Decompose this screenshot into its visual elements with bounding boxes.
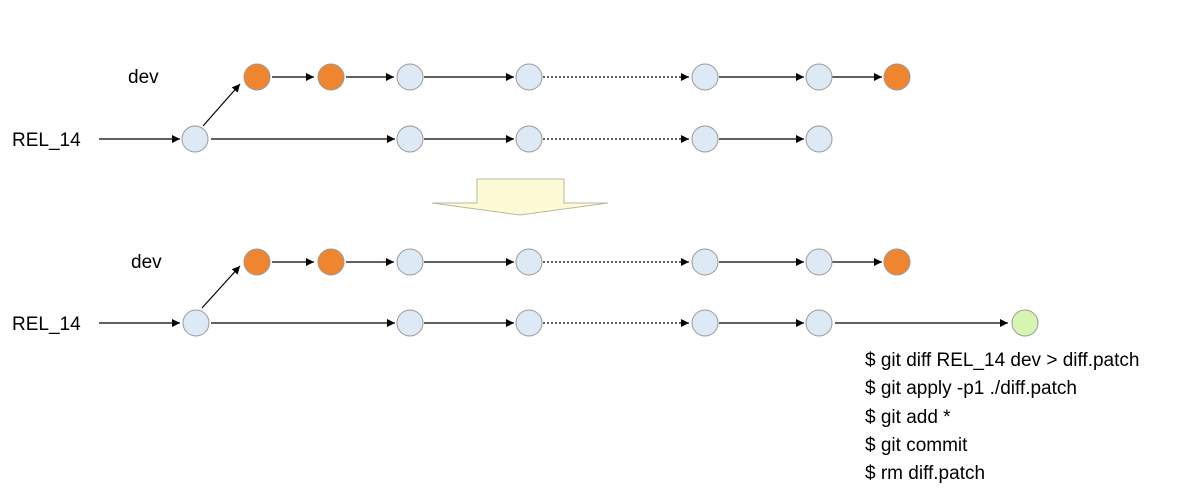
bottom-commits	[182, 248, 1039, 337]
command-line: $ git apply -p1 ./diff.patch	[865, 378, 1077, 400]
commit-node	[691, 248, 719, 276]
bottom-branch-edge	[201, 265, 241, 309]
command-line: $ git diff REL_14 dev > diff.patch	[865, 350, 1140, 371]
bottom-rel14-label: REL_14	[12, 314, 81, 335]
top-branch-edge	[202, 83, 241, 127]
commit-node	[396, 248, 424, 276]
dev-change-commit-node	[317, 248, 345, 276]
top-edges	[99, 73, 882, 143]
commit-node	[515, 125, 543, 153]
commit-node	[182, 309, 210, 337]
command-line: $ git add *	[865, 406, 951, 428]
top-dev-label: dev	[128, 67, 159, 88]
commit-node	[805, 309, 833, 337]
command-line: $ rm diff.patch	[865, 463, 986, 485]
commit-node	[805, 63, 833, 91]
commit-node	[396, 125, 424, 153]
bottom-edges	[99, 258, 1008, 327]
commit-node	[396, 309, 424, 337]
commit-node	[805, 125, 833, 153]
commit-node	[515, 248, 543, 276]
commit-node	[515, 309, 543, 337]
commit-node	[805, 248, 833, 276]
commit-node	[691, 63, 719, 91]
dev-change-commit-node	[317, 63, 345, 91]
commit-node	[691, 309, 719, 337]
top-rel14-label: REL_14	[12, 130, 81, 151]
transition-down-arrow	[431, 178, 609, 216]
command-line: $ git commit	[865, 434, 968, 456]
commit-node	[691, 125, 719, 153]
commit-node	[515, 63, 543, 91]
dev-change-commit-node	[243, 248, 271, 276]
bottom-dev-label: dev	[131, 252, 162, 273]
command-list: $ git diff REL_14 dev > diff.patch $ git…	[865, 347, 1139, 488]
dev-change-commit-node	[883, 248, 911, 276]
commit-node	[181, 125, 209, 153]
new-squashed-commit-node	[1011, 309, 1039, 337]
dev-change-commit-node	[243, 63, 271, 91]
dev-change-commit-node	[883, 63, 911, 91]
commit-node	[396, 63, 424, 91]
top-commits	[181, 63, 911, 153]
